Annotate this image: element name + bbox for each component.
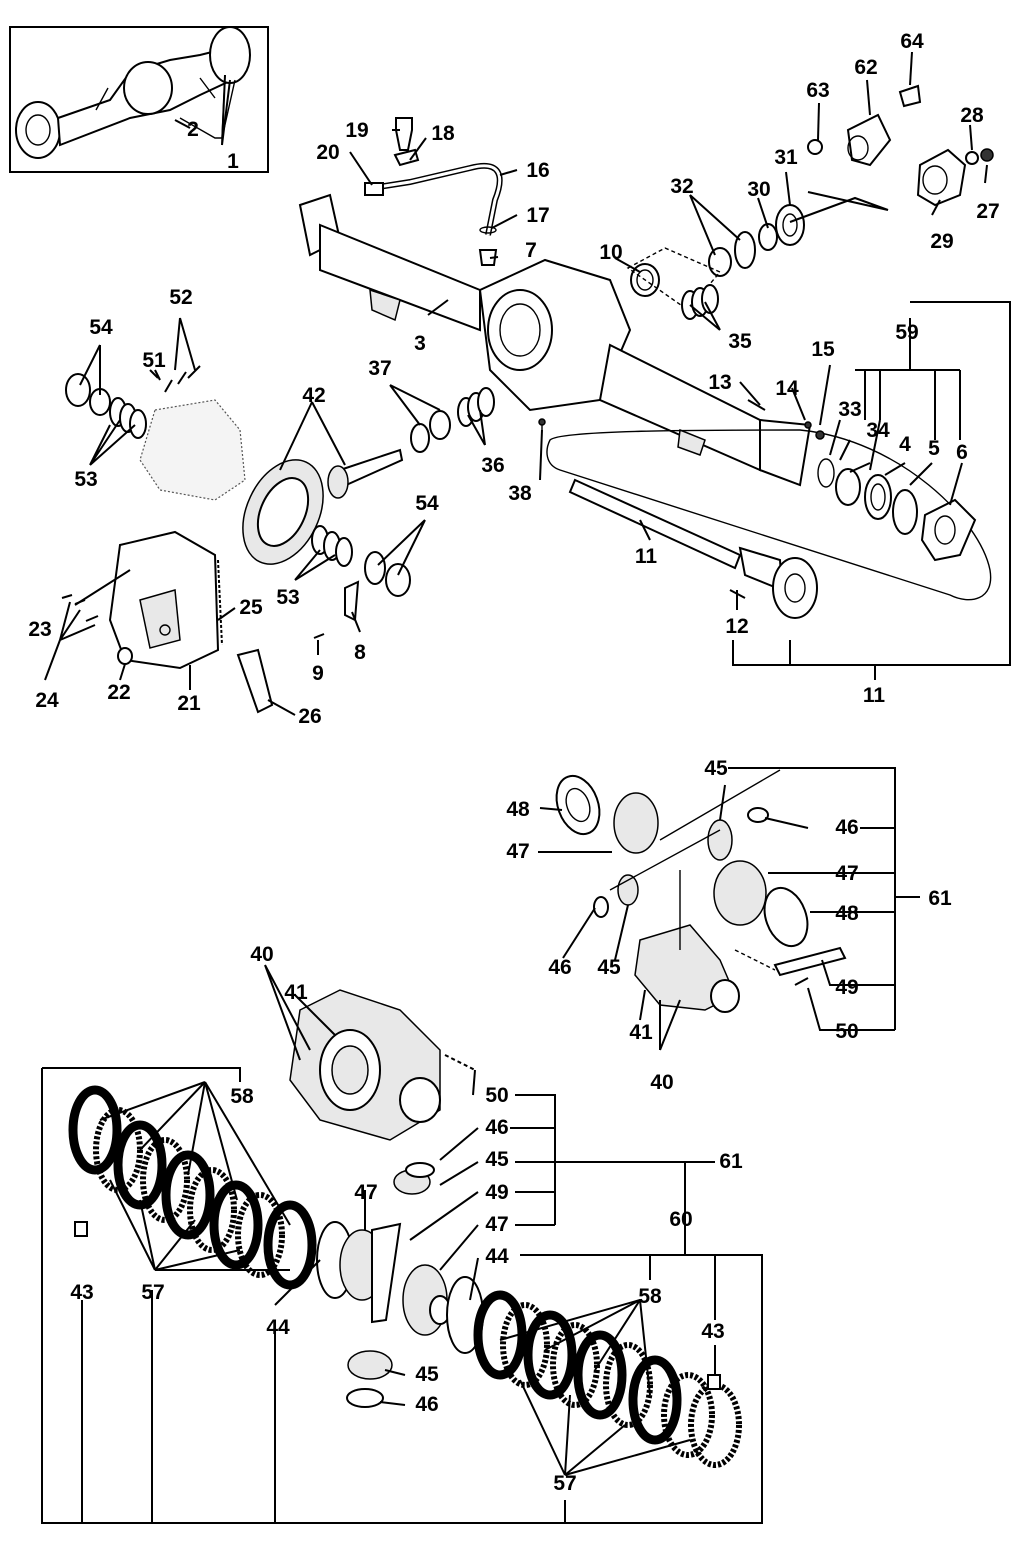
callout-46d: 46 <box>415 1393 438 1416</box>
callout-29: 29 <box>930 230 953 253</box>
callout-61a: 61 <box>928 887 952 910</box>
callout-43b: 43 <box>701 1320 724 1343</box>
pinion-flange-group <box>807 84 994 207</box>
callout-31: 31 <box>774 146 798 169</box>
callout-47c: 47 <box>354 1181 377 1204</box>
leader-lines <box>41 51 1011 1524</box>
callout-30: 30 <box>747 178 770 201</box>
callout-60: 60 <box>669 1208 692 1231</box>
callout-11a: 11 <box>635 545 658 568</box>
callout-49a: 49 <box>835 976 858 999</box>
pinion-bearing-group <box>626 204 805 320</box>
callout-64: 64 <box>900 30 924 53</box>
callout-3: 3 <box>414 332 426 355</box>
diff-cover-group <box>61 530 360 714</box>
callout-48a: 48 <box>506 798 530 821</box>
callout-44a: 44 <box>266 1316 290 1339</box>
callout-18: 18 <box>431 122 455 145</box>
callout-12: 12 <box>725 615 748 638</box>
callout-45b: 45 <box>597 956 621 979</box>
callout-40a: 40 <box>250 943 273 966</box>
axle-shaft-group <box>546 399 992 619</box>
callout-37: 37 <box>368 357 391 380</box>
callout-42: 42 <box>302 384 325 407</box>
callout-9: 9 <box>312 662 324 685</box>
callout-63: 63 <box>806 79 829 102</box>
callout-54a: 54 <box>89 316 113 339</box>
differential-lsd-group <box>289 989 476 1141</box>
callout-36: 36 <box>481 454 504 477</box>
callout-47b: 47 <box>835 862 858 885</box>
callout-57b: 57 <box>553 1472 576 1495</box>
callout-13: 13 <box>708 371 731 394</box>
carrier-and-gears <box>139 399 404 565</box>
callout-62: 62 <box>854 56 877 79</box>
callout-45d: 45 <box>415 1363 439 1386</box>
callout-23: 23 <box>28 618 51 641</box>
callout-5: 5 <box>928 437 940 460</box>
callout-43a: 43 <box>70 1281 93 1304</box>
callout-58b: 58 <box>638 1285 662 1308</box>
side-gears-pinions <box>339 1162 484 1408</box>
axle-housing <box>298 193 812 487</box>
callout-1: 1 <box>227 150 239 173</box>
callout-4: 4 <box>899 433 911 456</box>
differential-top-group <box>555 769 847 1013</box>
callout-49b: 49 <box>485 1181 508 1204</box>
callout-24: 24 <box>35 689 59 712</box>
callout-33: 33 <box>838 398 861 421</box>
callout-58a: 58 <box>230 1085 254 1108</box>
callout-51: 51 <box>142 349 166 372</box>
callout-46c: 46 <box>485 1116 508 1139</box>
clutch-plate-stack-left <box>68 1085 354 1299</box>
callout-7: 7 <box>525 239 537 262</box>
callout-50b: 50 <box>485 1084 508 1107</box>
callout-34: 34 <box>866 419 890 442</box>
callout-41b: 41 <box>629 1021 653 1044</box>
callout-22: 22 <box>107 681 130 704</box>
callout-57a: 57 <box>141 1281 164 1304</box>
callout-32: 32 <box>670 175 693 198</box>
callout-17: 17 <box>526 204 549 227</box>
callout-19: 19 <box>345 119 368 142</box>
callout-15: 15 <box>811 338 835 361</box>
callout-50a: 50 <box>835 1020 858 1043</box>
callout-28: 28 <box>960 104 984 127</box>
callout-20: 20 <box>316 141 339 164</box>
callout-11b: 11 <box>863 684 886 707</box>
callout-2: 2 <box>187 118 199 141</box>
callout-38: 38 <box>508 482 532 505</box>
callout-45c: 45 <box>485 1148 509 1171</box>
callout-8: 8 <box>354 641 366 664</box>
callout-16: 16 <box>526 159 549 182</box>
vent-hose-assembly <box>364 117 503 266</box>
callout-48b: 48 <box>835 902 859 925</box>
callout-44b: 44 <box>485 1245 509 1268</box>
callout-26: 26 <box>298 705 321 728</box>
callout-53a: 53 <box>74 468 97 491</box>
callout-41a: 41 <box>284 981 308 1004</box>
callout-59: 59 <box>895 321 918 344</box>
callout-45a: 45 <box>704 757 728 780</box>
callout-53b: 53 <box>276 586 299 609</box>
callout-46a: 46 <box>835 816 858 839</box>
callout-10: 10 <box>599 241 622 264</box>
callout-6: 6 <box>956 441 968 464</box>
callout-61b: 61 <box>719 1150 743 1173</box>
callout-35: 35 <box>728 330 752 353</box>
callout-54b: 54 <box>415 492 439 515</box>
callout-46b: 46 <box>548 956 571 979</box>
callout-40b: 40 <box>650 1071 673 1094</box>
callout-labels: 1 2 3 4 5 6 7 8 9 10 11 11 12 13 14 15 1… <box>28 30 999 1495</box>
callout-21: 21 <box>177 692 201 715</box>
callout-27: 27 <box>976 200 999 223</box>
callout-47a: 47 <box>506 840 529 863</box>
callout-25: 25 <box>239 596 263 619</box>
callout-14: 14 <box>775 377 799 400</box>
callout-52: 52 <box>169 286 192 309</box>
callout-47d: 47 <box>485 1213 508 1236</box>
clutch-plate-stack-right <box>473 1290 742 1468</box>
